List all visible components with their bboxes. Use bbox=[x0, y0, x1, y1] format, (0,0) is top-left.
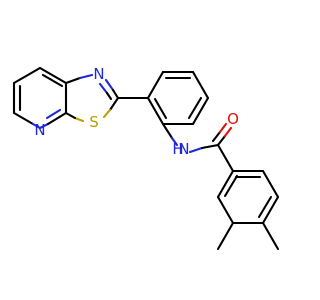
bond bbox=[78, 73, 94, 80]
bond bbox=[191, 70, 210, 100]
bond bbox=[31, 122, 42, 130]
bond bbox=[200, 143, 220, 150]
phenyl-ring bbox=[116, 70, 210, 126]
bond bbox=[187, 96, 203, 120]
bond bbox=[104, 78, 115, 92]
bond bbox=[170, 136, 179, 147]
methyl-groups bbox=[216, 221, 280, 251]
atom-label-s-thiazole: S bbox=[89, 113, 99, 131]
methyl-bond bbox=[216, 221, 235, 251]
bond bbox=[102, 108, 112, 119]
bond bbox=[261, 169, 280, 199]
bond bbox=[146, 70, 165, 100]
bond bbox=[12, 66, 42, 85]
bond bbox=[41, 73, 64, 88]
bond bbox=[12, 111, 35, 126]
thiazole-ring bbox=[64, 73, 120, 123]
bond bbox=[38, 66, 68, 85]
bond bbox=[98, 82, 109, 95]
bond bbox=[105, 91, 113, 101]
bond bbox=[46, 111, 68, 126]
molecule-drawing: N N S O N H bbox=[12, 65, 280, 251]
structure-diagram: N N S O N H bbox=[12, 65, 280, 251]
bond bbox=[188, 146, 204, 154]
bond bbox=[218, 122, 228, 134]
bond bbox=[223, 126, 233, 138]
dimethylbenzene-ring bbox=[216, 143, 280, 225]
atom-label-n-pyridine: N bbox=[34, 121, 45, 139]
pyridine-ring bbox=[12, 66, 68, 130]
atom-labels: N N S O N H bbox=[34, 65, 239, 158]
bond bbox=[45, 108, 62, 120]
bond bbox=[73, 116, 85, 123]
bond bbox=[257, 195, 273, 219]
bond bbox=[161, 122, 174, 140]
atom-label-n-amide: N bbox=[178, 140, 189, 158]
bond bbox=[216, 134, 227, 147]
amide-linker bbox=[161, 122, 233, 154]
bond bbox=[216, 169, 235, 199]
atom-label-h-amide: H bbox=[172, 140, 183, 158]
atom-label-o-carbonyl: O bbox=[227, 110, 239, 128]
bond bbox=[261, 195, 280, 225]
bond bbox=[223, 174, 239, 198]
atom-label-n-thiazole: N bbox=[93, 65, 104, 83]
bond bbox=[111, 88, 120, 100]
bond bbox=[191, 96, 210, 126]
methyl-bond bbox=[261, 221, 280, 251]
bond bbox=[216, 195, 235, 225]
bond bbox=[216, 143, 235, 173]
bond bbox=[211, 130, 222, 143]
bond bbox=[153, 97, 168, 120]
bond bbox=[64, 76, 82, 85]
bond bbox=[38, 122, 50, 130]
bond bbox=[108, 96, 120, 112]
bond bbox=[64, 111, 77, 120]
bond bbox=[146, 96, 165, 126]
